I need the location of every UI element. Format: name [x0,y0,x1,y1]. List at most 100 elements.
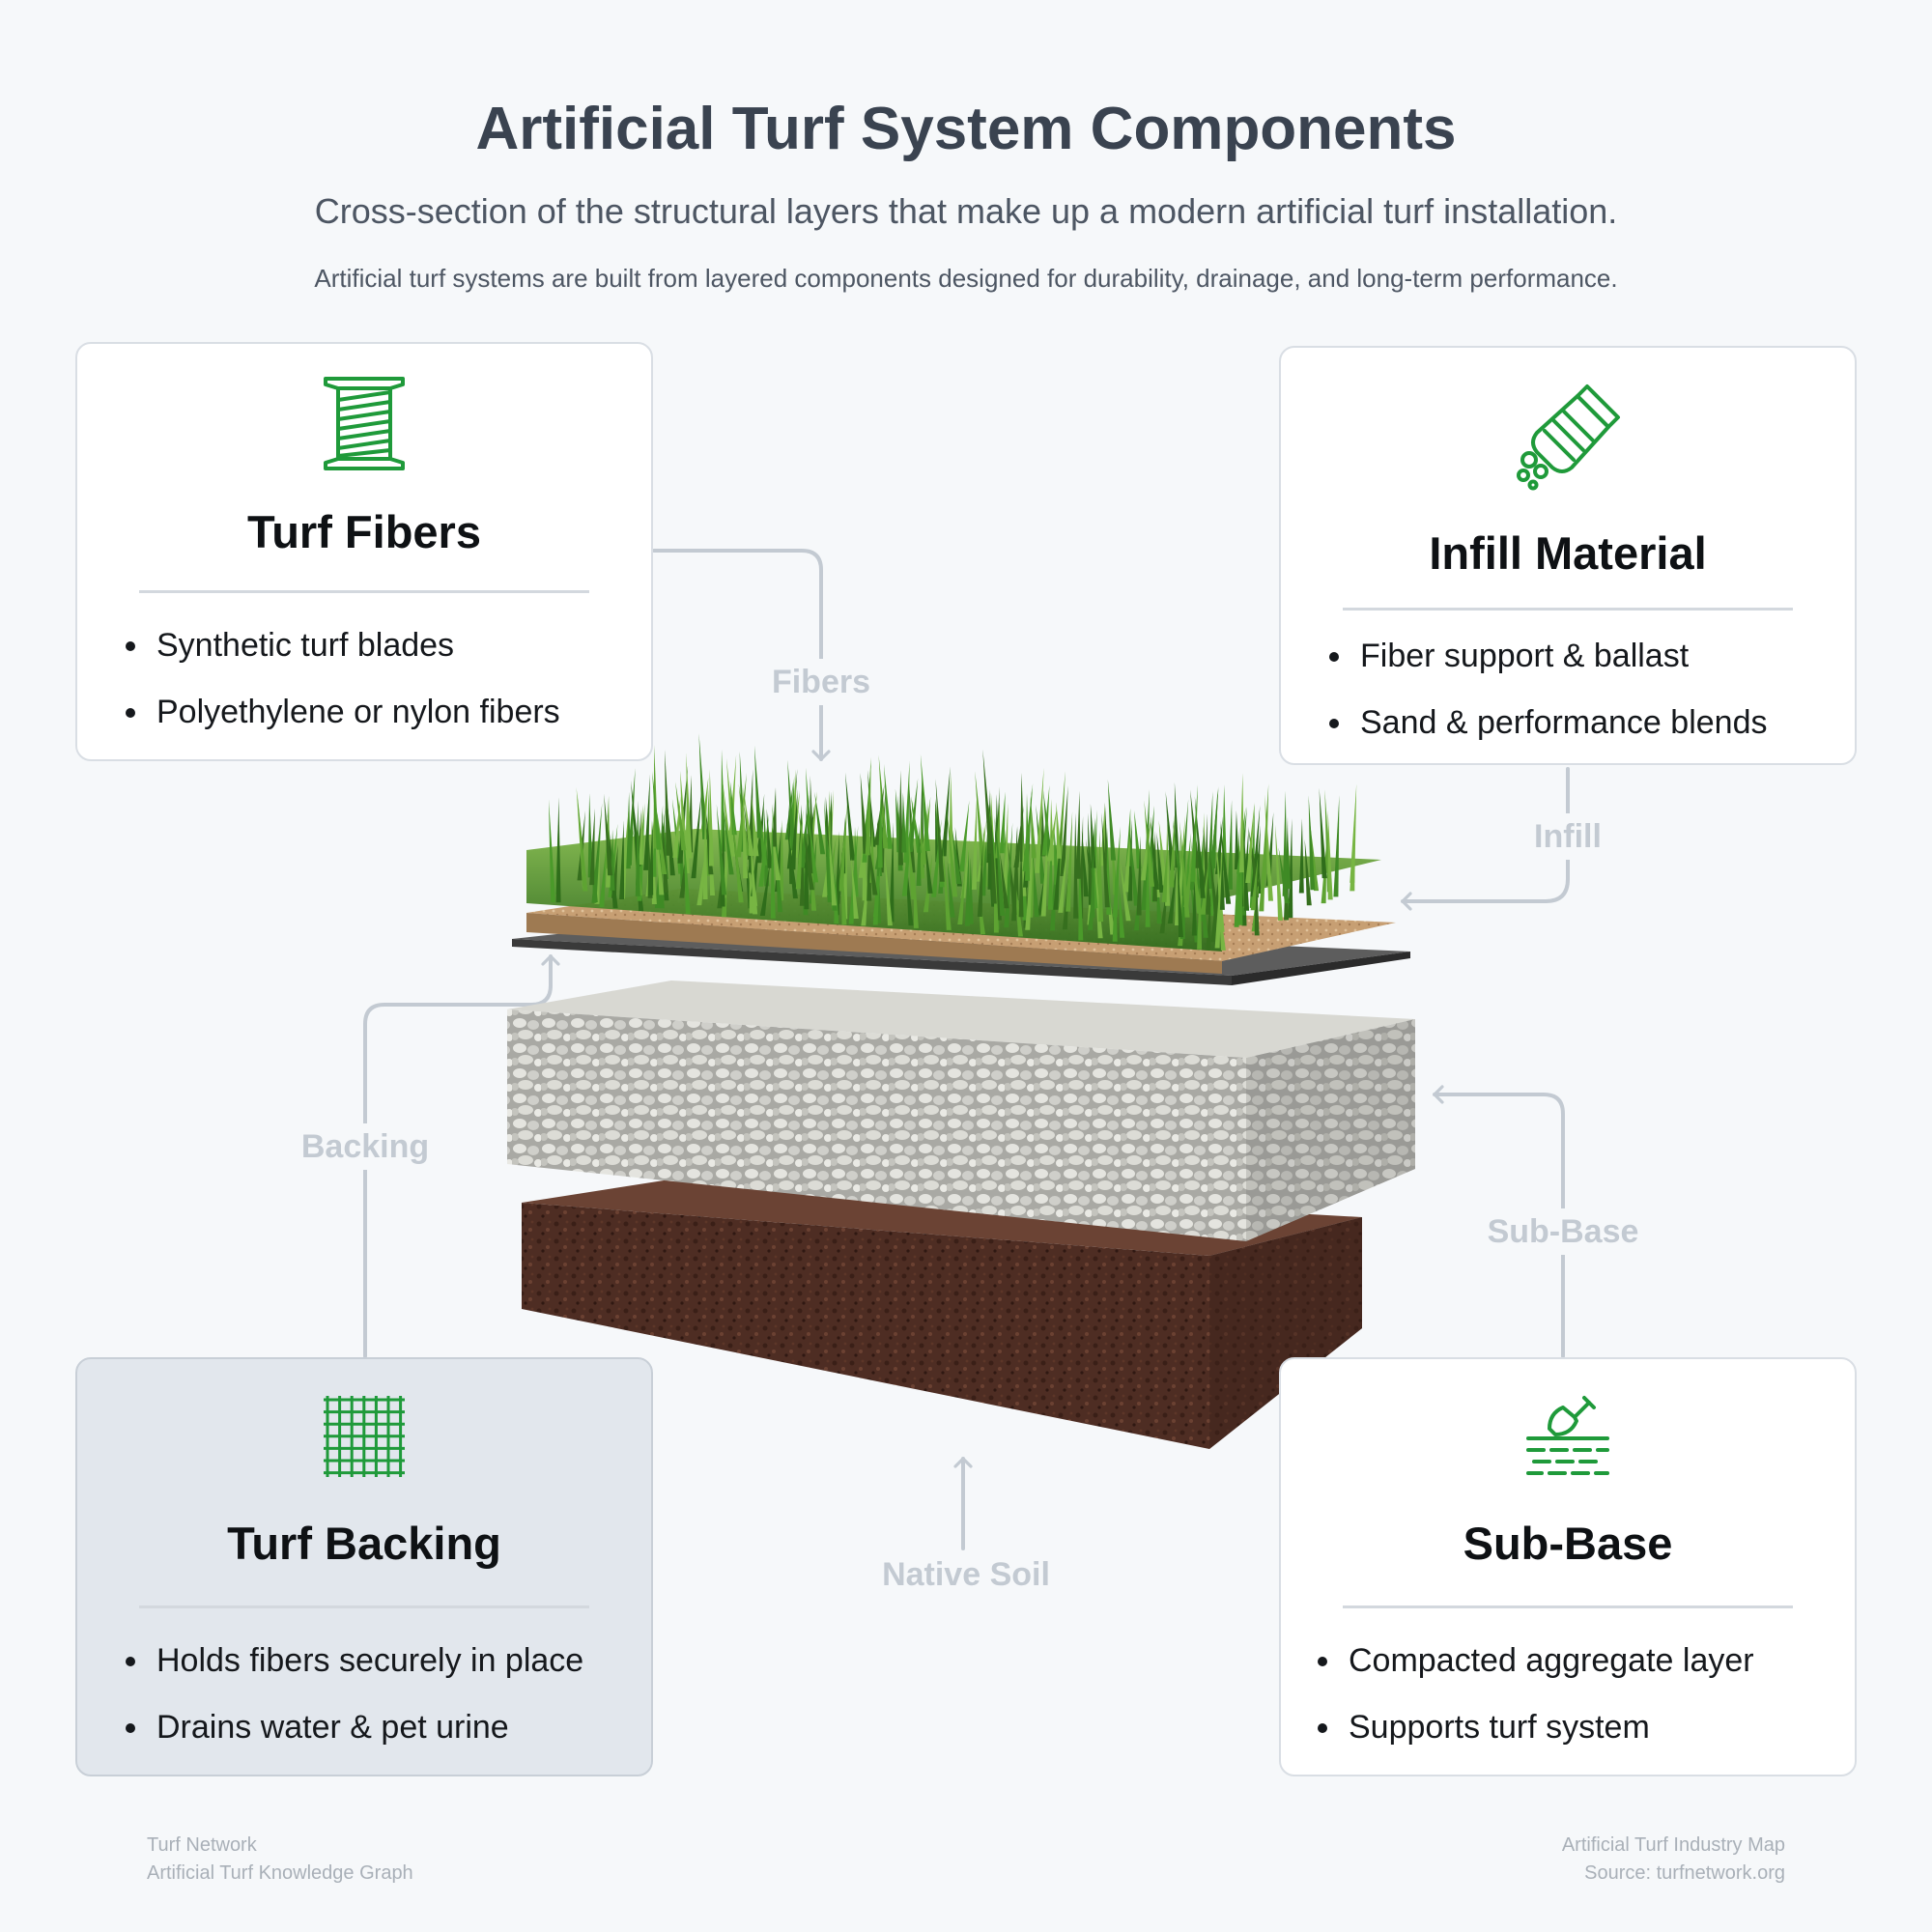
grass-blade [716,804,727,895]
grass-blade [867,770,876,847]
grass-blade [853,826,859,897]
grass-blade [779,819,784,901]
grass-blade [1210,787,1218,868]
grass-blade [1120,860,1131,922]
grass-blade [1073,812,1079,919]
grass-blade [702,805,708,899]
grass-blade [648,820,654,895]
infill-material-card: Infill Material Fiber support & ballast … [1279,346,1857,765]
grass-blade [1333,795,1340,897]
woven-mesh-icon [324,1396,405,1477]
grass-blade [901,792,907,853]
grass-blade [901,799,914,896]
grass-blade [1136,836,1142,916]
subbase-connector [1433,1085,1565,1358]
grass-blade [1150,841,1156,902]
trowel-ground-icon [1526,1396,1609,1475]
page-title: Artificial Turf System Components [475,96,1457,162]
grass-blade [709,769,714,867]
grass-blade [924,838,933,894]
list-item: Compacted aggregate layer [1316,1628,1835,1694]
footer-source: Source: turfnetwork.org [1584,1862,1785,1884]
grass-blade [826,833,837,909]
grass-blade [577,793,588,892]
grass-blade [1259,827,1266,912]
card-divider [139,1605,589,1608]
grass-blade [1058,842,1068,913]
grass-blade [872,863,881,917]
grass-blade [738,783,750,856]
grass-blade [1304,838,1312,906]
backing-connector [363,954,560,1358]
card-divider [1343,1605,1793,1608]
grass-blade [679,830,690,898]
grass-blade [1288,818,1293,919]
grass-blade [1140,816,1151,881]
grass-blade [1194,796,1206,898]
grass-blade [1237,806,1247,891]
grass-blade [1090,847,1095,918]
grass-blade [865,756,871,856]
grass-blade [1350,783,1357,883]
grass-blade [942,844,952,930]
soil-connector-label: Native Soil [860,1551,1072,1598]
grass-blade [744,792,754,856]
footer-brand: Turf Network [147,1834,257,1856]
grass-blade [1190,784,1198,882]
grass-blade [594,829,601,904]
grass-blade [1035,768,1044,873]
infill-connector-label: Infill [1462,813,1674,860]
footer-left: Turf Network Artificial Turf Knowledge G… [147,1832,413,1888]
page-description: Artificial turf systems are built from l… [314,264,1618,293]
grass-blade [757,798,768,866]
grass-blade [840,844,847,925]
grass-blade [916,823,922,886]
grass-blade [1278,847,1290,904]
grass-blade [995,816,1006,916]
grass-blade [935,779,945,882]
grass-blade [808,813,819,883]
infill-connector [1401,767,1570,911]
turf-fiber-blades [549,733,1357,951]
grass-blade [1238,773,1244,873]
grass-blade [729,781,737,836]
grass-blade [788,804,795,885]
grass-blade [1286,832,1292,890]
grass-blade [1013,806,1024,868]
turf-cross-section-illustration [507,733,1415,1449]
grass-blade [787,759,796,851]
sub-base-title: Sub-Base [1463,1518,1673,1569]
infill-material-list: Fiber support & ballast Sand & performan… [1327,623,1835,756]
grass-blade [907,824,917,900]
grass-blade [960,838,971,898]
grass-blade [878,754,889,849]
grass-blade [1075,790,1081,879]
grass-blade [1261,783,1269,880]
grass-blade [1245,803,1255,883]
grass-blade [1145,844,1151,927]
grass-blade [913,858,919,928]
turf-fibers-card: Turf Fibers Synthetic turf blades Polyet… [75,342,653,761]
grass-blade [1179,821,1190,918]
grass-blade [1031,839,1039,918]
grass-blade [754,745,762,838]
grass-blade [638,805,643,866]
grass-blade [1028,853,1035,918]
grass-blade [1203,825,1211,907]
grass-blade [848,825,859,924]
page-subtitle: Cross-section of the structural layers t… [314,191,1618,231]
grass-blade [1098,830,1104,923]
grass-blade [672,796,681,858]
grass-blade [759,859,771,916]
grass-blade [884,851,893,926]
grass-blade [1123,826,1131,893]
card-divider [139,590,589,593]
grass-blade [625,791,631,869]
grass-blade [947,809,958,897]
grass-blade [834,831,839,916]
grass-blade [1219,853,1225,910]
grass-blade [1056,802,1063,859]
grass-blade [838,803,848,892]
grass-blade [1214,843,1223,949]
grass-blade [721,749,726,852]
